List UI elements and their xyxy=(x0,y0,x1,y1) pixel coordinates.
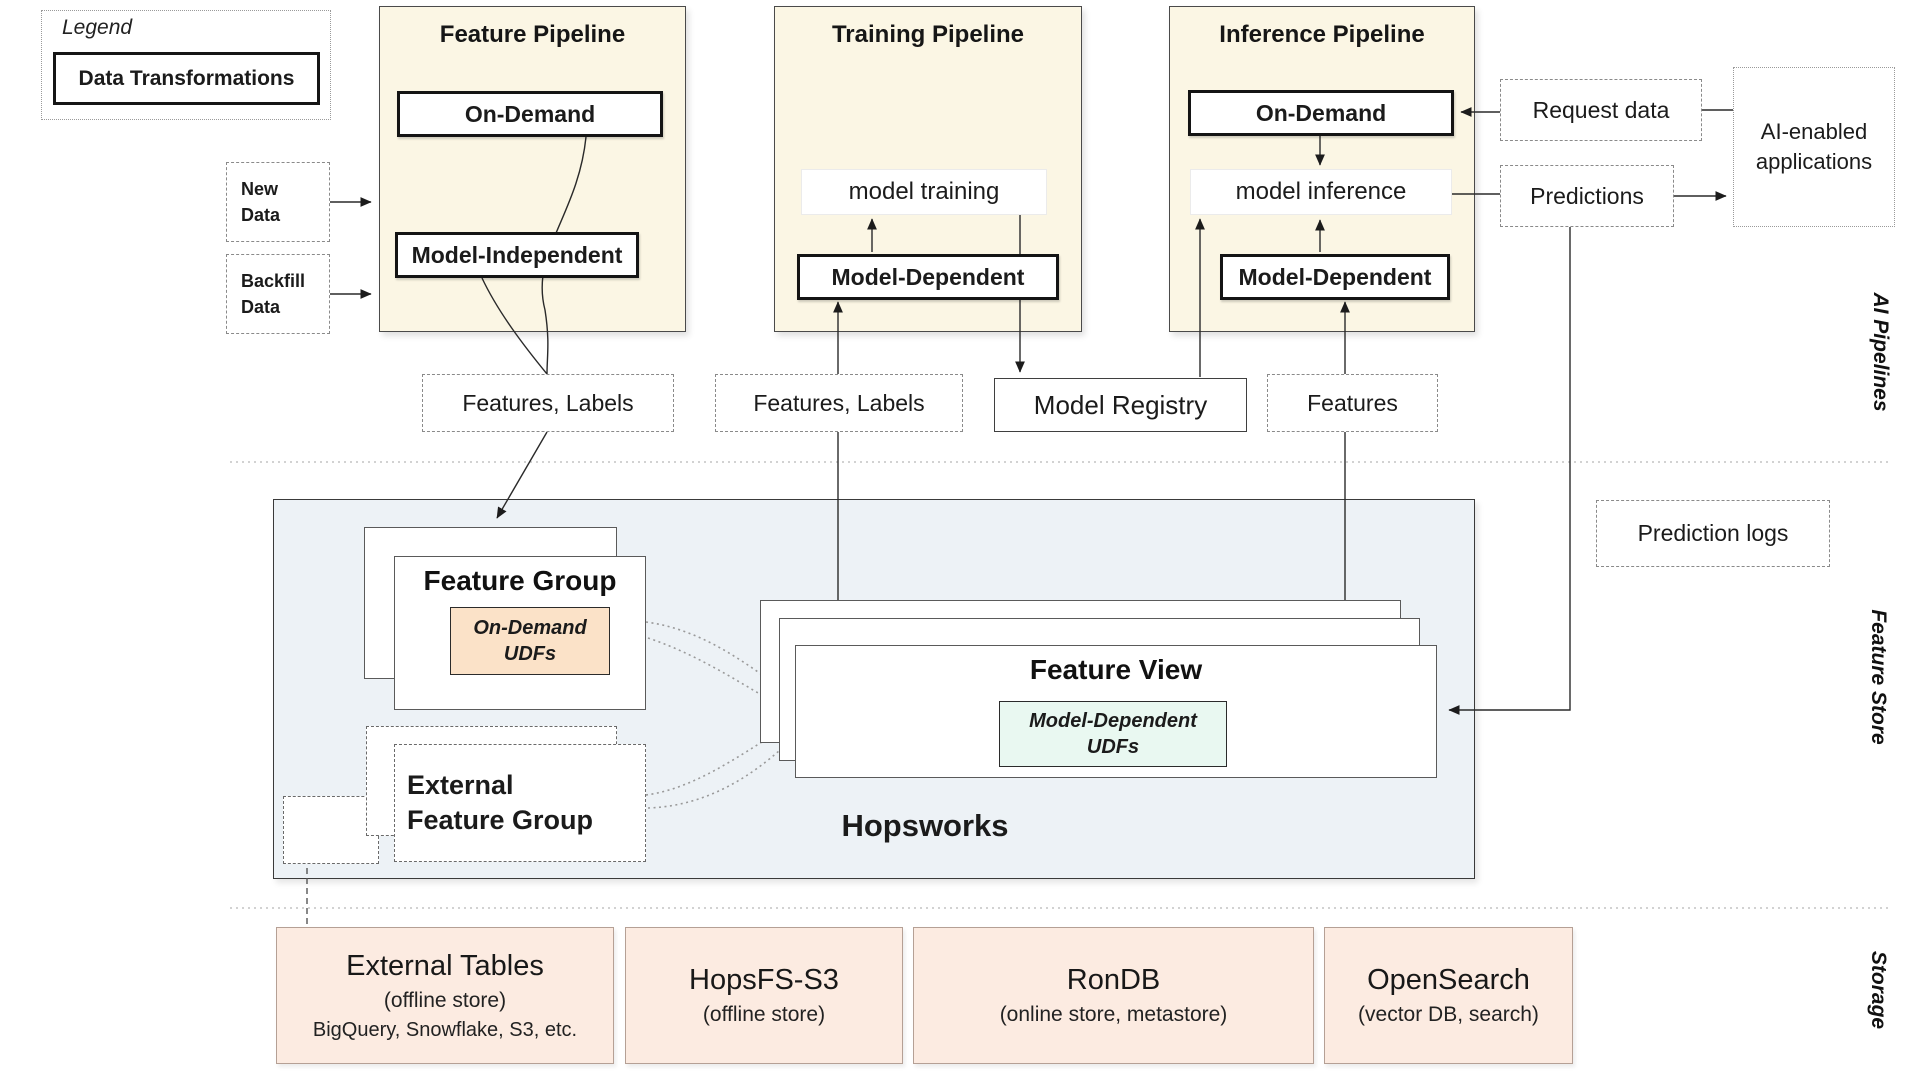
training-model-dependent: Model-Dependent xyxy=(797,254,1059,300)
hopsfs-box: HopsFS-S3 (offline store) xyxy=(625,927,903,1064)
rondb-title: RonDB xyxy=(1066,964,1161,996)
features-labels-mid-box: Features, Labels xyxy=(715,374,963,432)
section-label-feature-store: Feature Store xyxy=(1867,609,1890,745)
legend-title: Legend xyxy=(62,16,133,39)
feature-pipeline-title: Feature Pipeline xyxy=(439,21,626,48)
model-registry-box: Model Registry xyxy=(994,378,1247,432)
backfill-data-box: Backfill Data xyxy=(226,254,330,334)
external-tables-box: External Tables (offline store) BigQuery… xyxy=(276,927,614,1064)
on-demand-udfs-box: On-Demand UDFs xyxy=(450,607,610,675)
feature-pipeline-container: Feature Pipeline xyxy=(379,6,686,332)
rondb-subtitle: (online store, metastore) xyxy=(999,1003,1228,1026)
feature-group-title: Feature Group xyxy=(423,565,617,596)
inference-on-demand: On-Demand xyxy=(1188,90,1454,136)
features-box: Features xyxy=(1267,374,1438,432)
request-data-box: Request data xyxy=(1500,79,1702,141)
model-inference-box: model inference xyxy=(1190,169,1452,215)
new-data-box: New Data xyxy=(226,162,330,242)
opensearch-title: OpenSearch xyxy=(1367,964,1530,996)
hopsworks-label: Hopsworks xyxy=(841,808,1009,843)
model-dependent-udfs-box: Model-Dependent UDFs xyxy=(999,701,1227,767)
inference-model-dependent: Model-Dependent xyxy=(1220,254,1450,300)
prediction-logs-box: Prediction logs xyxy=(1596,500,1830,567)
inference-pipeline-title: Inference Pipeline xyxy=(1219,21,1425,48)
hopsfs-subtitle: (offline store) xyxy=(702,1003,826,1026)
feature-pipeline-on-demand: On-Demand xyxy=(397,91,663,137)
ai-enabled-applications-box: AI-enabled applications xyxy=(1733,67,1895,227)
external-tables-detail: BigQuery, Snowflake, S3, etc. xyxy=(312,1018,578,1041)
external-feature-group-fragment xyxy=(283,796,379,864)
model-training-box: model training xyxy=(801,169,1047,215)
external-feature-group-card: External Feature Group xyxy=(394,744,646,862)
feature-pipeline-model-independent: Model-Independent xyxy=(395,232,639,278)
training-pipeline-title: Training Pipeline xyxy=(831,21,1025,48)
predictions-box: Predictions xyxy=(1500,165,1674,227)
external-tables-subtitle: (offline store) xyxy=(383,988,507,1012)
opensearch-box: OpenSearch (vector DB, search) xyxy=(1324,927,1573,1064)
section-label-storage: Storage xyxy=(1867,950,1890,1030)
legend-data-transformations: Data Transformations xyxy=(53,52,320,105)
feature-view-title: Feature View xyxy=(1029,654,1203,685)
rondb-box: RonDB (online store, metastore) xyxy=(913,927,1314,1064)
section-label-ai-pipelines: AI Pipelines xyxy=(1869,292,1892,412)
opensearch-subtitle: (vector DB, search) xyxy=(1358,1003,1539,1026)
external-tables-title: External Tables xyxy=(346,949,544,982)
hopsfs-title: HopsFS-S3 xyxy=(689,964,839,996)
features-labels-left-box: Features, Labels xyxy=(422,374,674,432)
